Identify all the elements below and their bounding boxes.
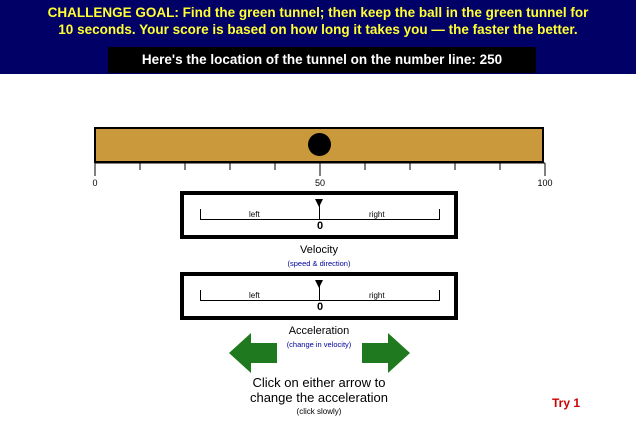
velocity-pointer-icon <box>315 199 323 207</box>
acceleration-meter: left right 0 <box>180 272 458 320</box>
goal-line-2: 10 seconds. Your score is based on how l… <box>58 22 578 37</box>
ball <box>308 133 331 156</box>
acceleration-scale <box>200 290 440 301</box>
challenge-goal-text: CHALLENGE GOAL: Find the green tunnel; t… <box>0 4 636 38</box>
instructions-line-2: change the acceleration <box>249 390 389 405</box>
acceleration-center-line <box>319 286 320 300</box>
velocity-left-label: left <box>249 210 260 219</box>
velocity-right-label: right <box>369 210 385 219</box>
tick-label-50: 50 <box>314 178 326 188</box>
acceleration-title: Acceleration <box>288 325 350 337</box>
left-arrow-icon <box>229 333 277 373</box>
right-arrow-button[interactable] <box>362 333 410 373</box>
minor-ticks <box>94 163 546 176</box>
acceleration-pointer-icon <box>315 280 323 288</box>
acceleration-left-label: left <box>249 291 260 300</box>
goal-line-1: CHALLENGE GOAL: Find the green tunnel; t… <box>47 5 589 20</box>
acceleration-right-label: right <box>369 291 385 300</box>
acceleration-subtitle: (change in velocity) <box>286 340 352 349</box>
tunnel-location-banner: Here's the location of the tunnel on the… <box>108 47 536 73</box>
tick-label-0: 0 <box>92 178 98 188</box>
left-arrow-button[interactable] <box>229 333 277 373</box>
velocity-center-line <box>319 205 320 219</box>
velocity-value: 0 <box>316 220 324 232</box>
tick-label-100: 100 <box>537 178 553 188</box>
acceleration-value: 0 <box>316 301 324 313</box>
instructions-sub: (click slowly) <box>296 407 342 416</box>
right-arrow-icon <box>362 333 410 373</box>
velocity-subtitle: (speed & direction) <box>287 259 351 268</box>
velocity-title: Velocity <box>300 244 338 256</box>
velocity-scale <box>200 209 440 220</box>
velocity-meter: left right 0 <box>180 191 458 239</box>
instructions-line-1: Click on either arrow to <box>252 375 386 390</box>
try-counter: Try 1 <box>552 396 581 410</box>
